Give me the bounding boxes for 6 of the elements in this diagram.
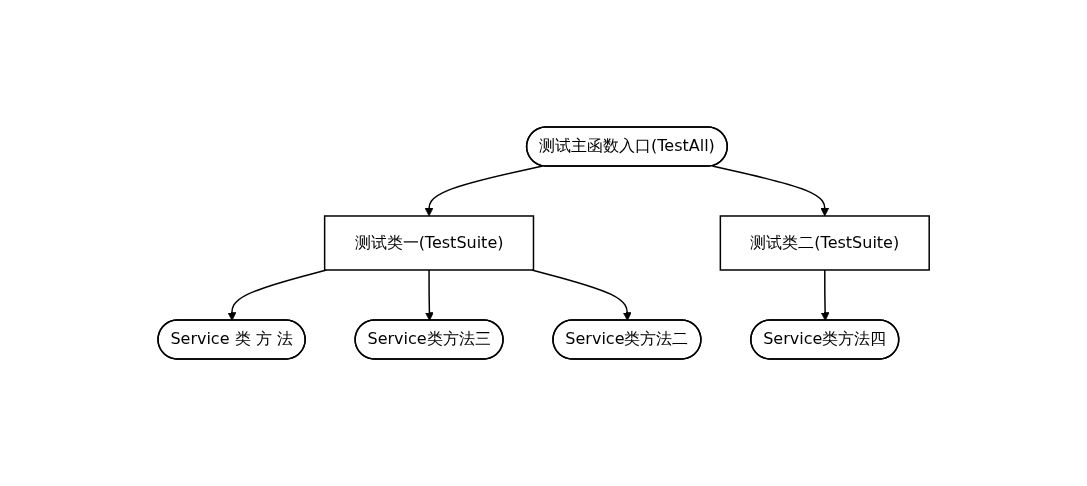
arrow bbox=[424, 269, 434, 321]
node-box: 测试类一(TestSuite) bbox=[323, 215, 535, 271]
arrow bbox=[820, 269, 830, 321]
arrow bbox=[424, 165, 544, 217]
arrow bbox=[711, 165, 830, 217]
node-box: 测试类二(TestSuite) bbox=[719, 215, 930, 271]
